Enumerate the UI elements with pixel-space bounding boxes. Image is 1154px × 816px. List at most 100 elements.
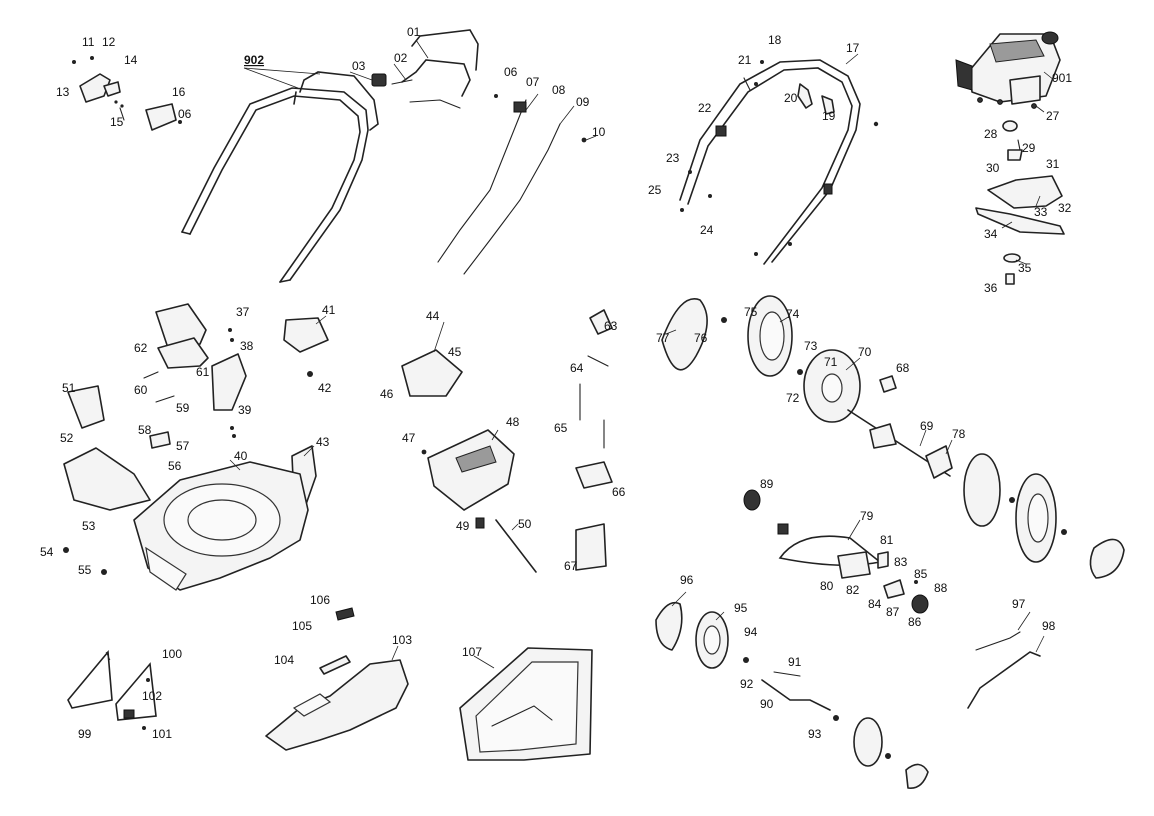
label-105: 105 (292, 619, 312, 633)
label-99: 99 (78, 727, 92, 741)
part-68-lever (879, 375, 897, 393)
part-80-gearbox (837, 551, 871, 579)
part-105 (319, 655, 351, 675)
label-19: 19 (822, 109, 836, 123)
height-lever (967, 631, 1041, 709)
part-99-frame (67, 649, 113, 709)
part-49 (475, 517, 485, 529)
label-30: 30 (986, 161, 1000, 175)
label-83: 83 (894, 555, 908, 569)
part-102-clip (123, 709, 135, 719)
part-66-battery-pack (575, 461, 613, 489)
label-94: 94 (744, 625, 758, 639)
label-79: 79 (860, 509, 874, 523)
engine-901 (955, 31, 1065, 285)
label-92: 92 (740, 677, 754, 691)
rear-axle-and-wheels (661, 295, 1125, 579)
label-48: 48 (506, 415, 520, 429)
label-53: 53 (82, 519, 96, 533)
label-77: 77 (656, 331, 670, 345)
label-73: 73 (804, 339, 818, 353)
label-95: 95 (734, 601, 748, 615)
part-89-gear (743, 489, 761, 511)
front-wheel-right (853, 717, 883, 767)
label-104: 104 (274, 653, 294, 667)
part-labels: 01 02 03 06 06 07 08 09 10 11 12 13 14 1… (40, 25, 1072, 741)
label-56: 56 (168, 459, 182, 473)
part-22 (715, 125, 727, 137)
label-65: 65 (554, 421, 568, 435)
label-52: 52 (60, 431, 74, 445)
part-11-screw (72, 60, 76, 64)
part-38-flap (211, 353, 247, 411)
part-07-clamp (513, 101, 527, 113)
label-66: 66 (612, 485, 626, 499)
part-28-adapter (1002, 120, 1018, 132)
label-80: 80 (820, 579, 834, 593)
label-901: 901 (1052, 71, 1072, 85)
label-41: 41 (322, 303, 336, 317)
part-36-bolt (1005, 273, 1015, 285)
upper-handle-17 (679, 59, 879, 265)
part-15-pin (119, 107, 125, 121)
part-52-deflector (63, 447, 151, 511)
leader-lines (105, 39, 1055, 669)
part-34-blade (975, 207, 1065, 235)
label-96: 96 (680, 573, 694, 587)
part-62-cover (155, 303, 207, 349)
switch-box-assembly (72, 56, 182, 131)
label-20: 20 (784, 91, 798, 105)
label-38: 38 (240, 339, 254, 353)
part-41-guard (283, 317, 329, 353)
label-93: 93 (808, 727, 822, 741)
label-39: 39 (238, 403, 252, 417)
part-106 (335, 607, 355, 621)
label-49: 49 (456, 519, 470, 533)
label-107: 107 (462, 645, 482, 659)
part-32-fan (987, 175, 1063, 209)
label-35: 35 (1018, 261, 1032, 275)
label-67: 67 (564, 559, 578, 573)
label-69: 69 (920, 419, 934, 433)
front-axle-and-wheels (655, 601, 929, 789)
label-59: 59 (176, 401, 190, 415)
label-16: 16 (172, 85, 186, 99)
part-77-hub-cap (661, 298, 708, 371)
label-17: 17 (846, 41, 860, 55)
label-68: 68 (896, 361, 910, 375)
label-71: 71 (824, 355, 838, 369)
label-11: 11 (82, 35, 95, 49)
label-74: 74 (786, 307, 800, 321)
label-25: 25 (648, 183, 662, 197)
label-51: 51 (62, 381, 76, 395)
mower-deck-40 (133, 461, 309, 591)
label-75: 75 (744, 305, 758, 319)
brake-levers-and-cables (371, 29, 587, 275)
label-82: 82 (846, 583, 860, 597)
label-33: 33 (1034, 205, 1048, 219)
part-78-bracket (925, 445, 953, 479)
label-08: 08 (552, 83, 566, 97)
part-67-battery (575, 523, 607, 571)
label-63: 63 (604, 319, 618, 333)
part-16-cover (145, 103, 177, 131)
label-89: 89 (760, 477, 774, 491)
part-55 (101, 569, 107, 575)
label-10: 10 (592, 125, 606, 139)
label-13: 13 (56, 85, 70, 99)
part-14-switch (103, 81, 121, 97)
label-50: 50 (518, 517, 532, 531)
label-32: 32 (1058, 201, 1072, 215)
label-44: 44 (426, 309, 440, 323)
label-102: 102 (142, 689, 162, 703)
label-60: 60 (134, 383, 148, 397)
label-07: 07 (526, 75, 540, 89)
label-06-b: 06 (178, 107, 192, 121)
label-97: 97 (1012, 597, 1026, 611)
label-40: 40 (234, 449, 248, 463)
label-86: 86 (908, 615, 922, 629)
label-47: 47 (402, 431, 416, 445)
label-98: 98 (1042, 619, 1056, 633)
bottom-left-parts (67, 607, 409, 751)
